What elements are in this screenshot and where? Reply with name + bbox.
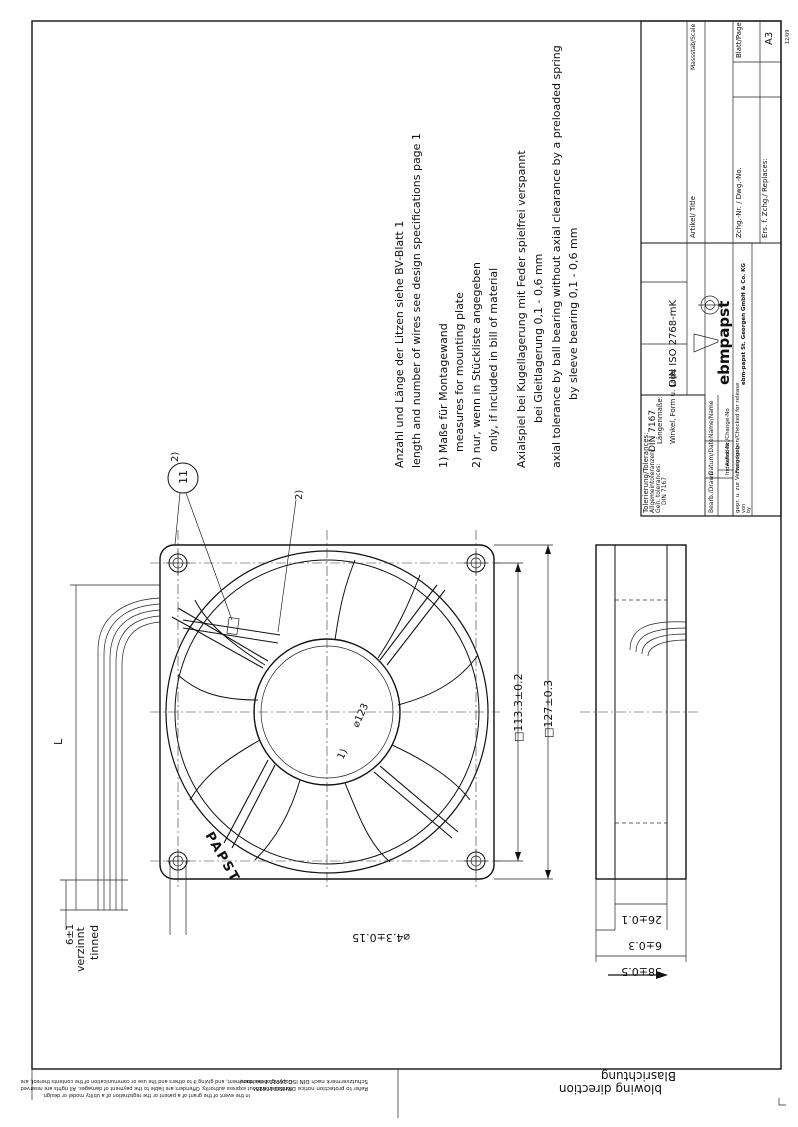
general-tolerances-en: Gen. tolerances: <box>655 464 662 513</box>
company-logo: ebmpapst <box>715 301 733 385</box>
checked-label: Freigegeben/Checked for release <box>735 382 741 473</box>
brand-mark: PAPST <box>202 830 243 886</box>
sheet-label: Blatt/Page <box>735 22 743 58</box>
note-2-de: 2) nur, wenn in Stückliste angegeben <box>470 262 483 468</box>
iso-standard: DIN ISO 2768-mK <box>668 300 679 387</box>
drawing-no-label: Zchg.-Nr. / Dwg.-No. <box>735 167 743 238</box>
footer-notices: Schutzvermerk nach DIN ISO 16016 beachte… <box>21 1078 368 1098</box>
date-label: Datum/Date <box>708 438 715 475</box>
title-block: Tolerierung/Tolerances: Allgemeintoleran… <box>640 20 791 517</box>
hub-diameter-dim: ⌀123 <box>351 702 372 729</box>
protection-notice-en: Refer to protection notice DIN ISO 16016… <box>253 1085 368 1091</box>
sheet-format: A3 <box>764 32 775 45</box>
blowing-direction-de: Blasrichtung <box>601 1069 676 1083</box>
lead-wires <box>92 597 161 911</box>
approved-label: gepr. u. zur Verwendung <box>735 446 741 513</box>
copyright-line-3: in the event of the grant of a patent or… <box>42 1092 250 1098</box>
von-label: von <box>741 504 747 513</box>
frame-size-dim: □127±0.3 <box>542 680 555 738</box>
notes-block: Anzahl und Länge der Litzen siehe BV-Bla… <box>393 45 580 468</box>
form-code: 12/09 <box>785 30 791 44</box>
wire-length-label: L <box>52 738 65 745</box>
note-2-en: only, if included in bill of material <box>487 268 500 452</box>
tolerances-std: DIN 7167 <box>648 410 658 452</box>
angle-label: Winkel, Form u. Lage: <box>669 368 677 444</box>
note-wires-en: length and number of wires see design sp… <box>410 133 423 468</box>
index-label: Index/Index <box>725 442 731 475</box>
company-name: ebm-papst St. Georgen GmbH & Co. KG <box>741 263 747 385</box>
side-depth-6-dim: 6±0.3 <box>628 939 662 952</box>
note-axial-2: bei Gleitlagerung 0,1 - 0,6 mm <box>532 254 545 423</box>
fan-blades <box>177 559 479 863</box>
frame-struts <box>171 584 459 849</box>
callout-2-a: 2) <box>170 452 181 462</box>
fan-front-view: PAPST ⌀123 1) <box>150 530 500 890</box>
change-label: Aend.-Nr./Change-No <box>725 408 731 466</box>
tinned-de: verzinnt <box>74 926 87 972</box>
note-axial-4: by sleeve bearing 0,1 - 0,6 mm <box>567 228 580 400</box>
projection-symbol <box>693 295 722 353</box>
drawn-label: Bearb./Drawn <box>708 472 715 513</box>
wire-length-dimension: L 6±1 verzinnt tinned <box>52 584 160 972</box>
title-label: Artikel/ Title <box>689 196 697 238</box>
note-axial-3: axial tolerance by ball bearing without … <box>550 45 563 468</box>
general-tolerances-label: Allgemeintoleranzen/ <box>649 448 656 513</box>
callout-11: 11 <box>177 470 190 484</box>
hub-diameter-note: 1) <box>336 747 350 761</box>
replaces-label: Ers. f. Zchg./ Replaces: <box>761 158 769 238</box>
general-tolerances-std: DIN 7167 <box>661 477 668 505</box>
frame-dimensions: □113.3±0.2 □127±0.3 ⌀4.3±0.15 <box>169 544 555 944</box>
fan-side-view: 26±0.1 6±0.3 38±0.5 Blasrichtung blowing… <box>559 544 700 1096</box>
blowing-direction-en: blowing direction <box>559 1082 662 1096</box>
tinned-en: tinned <box>88 925 101 960</box>
copyright-line-1: Copying of this document, and giving it … <box>21 1078 292 1084</box>
copyright-line-2: forbidden without express authority. Off… <box>21 1085 292 1091</box>
sheet-border <box>31 20 782 1070</box>
note-1-en: measures for mounting plate <box>453 292 466 452</box>
note-wires-de: Anzahl und Länge der Litzen siehe BV-Bla… <box>393 221 406 468</box>
hole-diameter-dim: ⌀4.3±0.15 <box>352 931 410 944</box>
name-label: Name/Name <box>708 400 715 438</box>
callouts: 11 2) 2) <box>167 452 305 633</box>
by-label: by <box>746 507 752 513</box>
side-depth-26-dim: 26±0.1 <box>621 913 662 926</box>
hole-spacing-dim: □113.3±0.2 <box>512 673 525 742</box>
side-depth-38-dim: 38±0.5 <box>621 965 662 978</box>
length-label: Längenmaße: <box>656 396 664 444</box>
callout-2-b: 2) <box>294 490 305 500</box>
note-axial-1: Axialspiel bei Kugellagerung mit Feder s… <box>515 150 528 468</box>
protection-notice-de: Schutzvermerk nach DIN ISO 16016 beachte… <box>240 1078 368 1084</box>
strip-length-dim: 6±1 <box>65 924 76 945</box>
note-1-de: 1) Maße für Montagewand <box>437 323 450 468</box>
tolerances-label: Tolerierung/Tolerances: <box>642 432 650 514</box>
scale-label: Massstab/Scale <box>690 23 697 70</box>
